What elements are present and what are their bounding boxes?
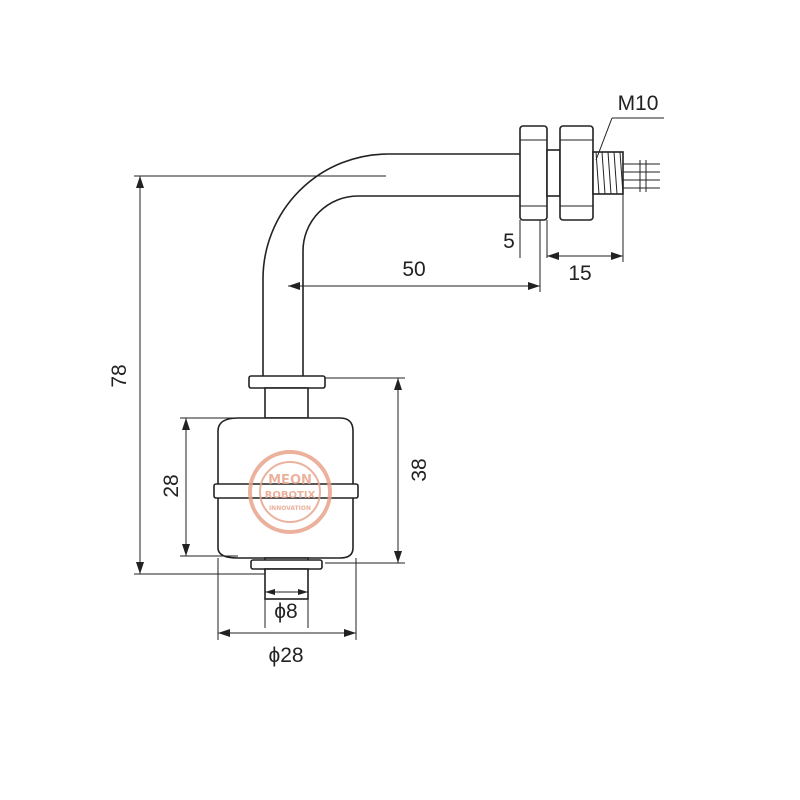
dim-float-diameter-label: ϕ28 [268,644,303,667]
dimension-float-diameter: ϕ28 [217,558,357,667]
lower-stem-tip [264,568,309,600]
dimension-float-height: 28 [160,417,238,557]
dimension-stem-diameter: ϕ8 [264,589,309,628]
watermark-logo: MEON ROBOTIX INNOVATION [248,450,332,534]
lower-washer [250,559,323,570]
watermark-line2: ROBOTIX [265,490,316,501]
stem [264,387,309,419]
dim-float-height-label: 28 [160,474,183,497]
dimension-horizontal-length: 50 [288,220,541,292]
watermark-line1: MEON [268,473,312,488]
float-body [213,417,359,559]
dim-horizontal-label: 50 [402,258,425,281]
dim-thread-length-label: 15 [568,262,591,285]
thread-callout: M10 [595,92,664,161]
dim-total-height-label: 78 [108,364,131,387]
dimension-nut-thickness: 5 [503,220,548,258]
threaded-fitting [519,125,660,221]
bent-pipe [262,153,522,380]
watermark-line3: INNOVATION [269,505,311,512]
dim-stem-diameter-label: ϕ8 [274,600,297,623]
dimension-float-assembly-height: 38 [325,377,431,564]
dimension-total-height: 78 [108,175,300,575]
upper-washer [248,375,326,389]
dim-float-assembly-label: 38 [408,458,431,481]
dimension-thread-length: 15 [547,194,624,285]
dim-nut-thickness-label: 5 [503,230,515,253]
thread-label: M10 [618,92,659,115]
